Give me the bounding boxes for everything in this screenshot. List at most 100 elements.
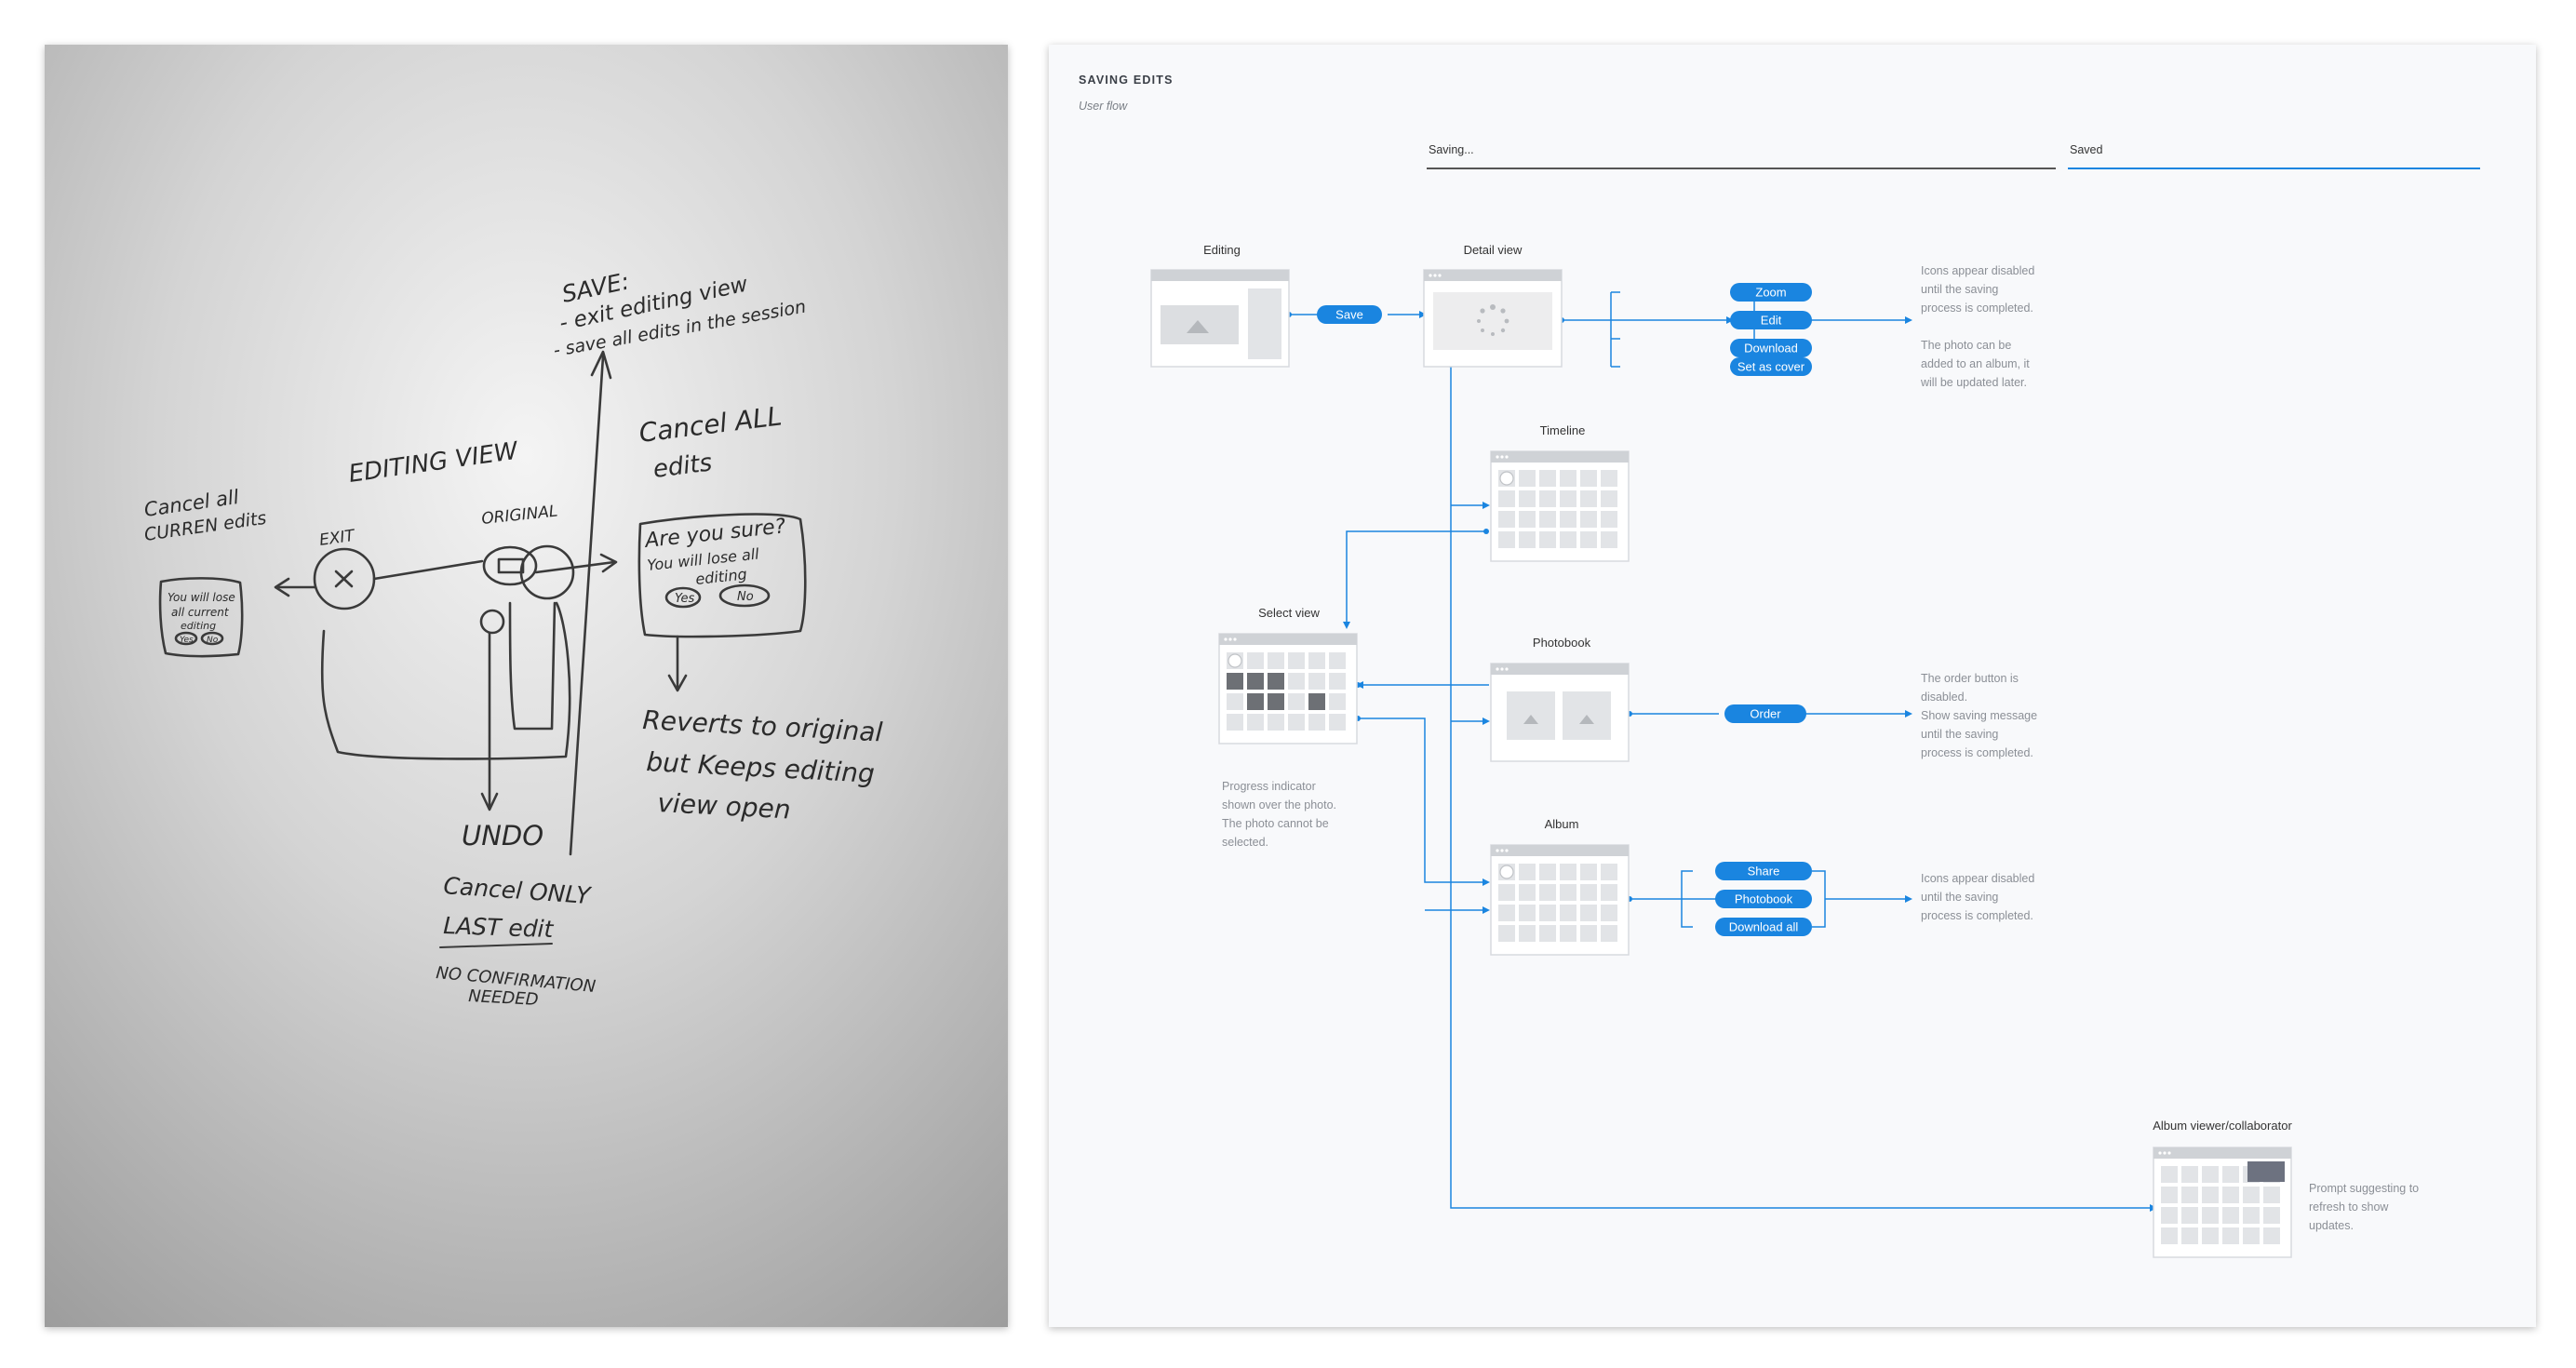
thumbnail-tile [1539,490,1556,507]
thumbnail-tile [2222,1207,2239,1224]
thumbnail-tile [1519,905,1536,921]
thumbnail-tile [1539,925,1556,942]
whiteboard-sketch: SAVE: - exit editing view - save all edi… [45,45,1008,1327]
thumbnail-tile [1268,693,1284,710]
note-line: added to an album, it [1921,357,2030,370]
download-button[interactable]: Download [1730,339,1812,357]
thumbnail-tile [2243,1227,2260,1244]
thumbnail-tile [1580,531,1597,548]
thumbnail-tile [1539,884,1556,901]
reverts-line3: view open [657,787,792,825]
progress-indicator-icon [1499,865,1514,879]
thumbnail-tile [1329,652,1346,669]
thumbnail-tile [2161,1227,2178,1244]
thumbnail-tile [1268,652,1284,669]
note-line: Progress indicator [1222,780,1316,793]
progress-indicator-icon [1228,653,1242,668]
thumbnail-tile [2222,1166,2239,1183]
note-album: Icons appear disabled until the saving p… [1921,872,2034,922]
progress-indicator-icon [1499,471,1514,486]
thumbnail-tile [1539,470,1556,487]
thumbnail-tile [1498,905,1515,921]
flow-title: SAVING EDITS [1079,74,1174,87]
thumbnail-tile [1519,490,1536,507]
photobook-button[interactable]: Photobook [1715,890,1812,908]
thumbnail-tile [1498,511,1515,528]
share-button[interactable]: Share [1715,862,1812,880]
screen-detail-view [1423,269,1563,368]
small-dialog-no: No [207,636,219,645]
thumbnail-tile [1308,693,1325,710]
note-line: Icons appear disabled [1921,264,2034,277]
note-album-viewer: Prompt suggesting to refresh to show upd… [2309,1182,2419,1232]
thumbnail-tile [2243,1207,2260,1224]
thumbnail-tile [1268,714,1284,731]
screen-viewer-label: Album viewer/collaborator [2153,1119,2292,1133]
thumbnail-tile [2181,1187,2198,1203]
confirm-dialog-sketch [637,513,807,638]
thumbnail-tile [1539,531,1556,548]
thumbnail-tile [2202,1166,2219,1183]
thumbnail-tile [1560,925,1576,942]
thumbnail-tile [1247,693,1264,710]
thumbnail-tile [1227,693,1243,710]
thumbnail-tile [1288,714,1305,731]
thumbnail-tile [1519,531,1536,548]
small-dialog-1: You will lose [168,591,235,604]
dialog-yes: Yes [675,592,695,606]
note-line: Icons appear disabled [1921,872,2034,885]
thumbnail-tile [2181,1166,2198,1183]
thumbnail-tile [1560,531,1576,548]
flow-subtitle: User flow [1079,100,1128,113]
small-dialog-2: all current [171,606,230,619]
loading-spinner-icon [1477,304,1509,336]
thumbnail-tile [2222,1227,2239,1244]
thumbnail-tile [1288,652,1305,669]
thumbnail-tile [1519,925,1536,942]
save-button[interactable]: Save [1317,305,1382,324]
thumbnail-tile [2263,1227,2280,1244]
note-line: The photo cannot be [1222,817,1329,830]
user-flow-diagram: SAVING EDITS User flow Saving... Saved [1049,45,2536,1327]
thumbnail-tile [1308,652,1325,669]
sketch-canvas: SAVE: - exit editing view - save all edi… [45,45,1008,1327]
download-all-button[interactable]: Download all [1715,918,1812,936]
note-line: process is completed. [1921,909,2033,922]
edit-button[interactable]: Edit [1730,311,1812,329]
download-button-label: Download [1744,342,1798,355]
thumbnail-tile [1539,511,1556,528]
thumbnail-tile [1580,925,1597,942]
note-line: refresh to show [2309,1200,2389,1214]
thumbnail-tile [2222,1187,2239,1203]
order-button[interactable]: Order [1724,704,1806,723]
thumbnail-tile [1288,693,1305,710]
screen-editing-label: Editing [1203,243,1241,257]
thumbnail-tile [1288,673,1305,690]
thumbnail-tile [1329,693,1346,710]
screen-select-view [1218,633,1358,744]
thumbnail-tile [1580,905,1597,921]
set-as-cover-button[interactable]: Set as cover [1730,357,1812,376]
photobook-button-label: Photobook [1735,892,1793,906]
original-button [482,545,538,586]
thumbnail-tile [2161,1166,2178,1183]
note-line: The order button is [1921,672,2019,685]
screen-select-label: Select view [1258,606,1320,620]
thumbnail-tile [1601,884,1617,901]
thumbnail-tile [2263,1187,2280,1203]
thumbnail-tile [1247,673,1264,690]
thumbnail-tile [1580,884,1597,901]
thumbnail-tile [2202,1227,2219,1244]
note-line: process is completed. [1921,302,2033,315]
download-all-button-label: Download all [1729,920,1799,934]
undo-label: UNDO [462,820,543,852]
note-line: shown over the photo. [1222,798,1336,811]
thumbnail-tile [1519,470,1536,487]
note-line: The photo can be [1921,339,2011,352]
small-dialog-yes: Yes [180,636,194,645]
order-button-label: Order [1750,707,1781,721]
thumbnail-tile [1539,905,1556,921]
zoom-button[interactable]: Zoom [1730,283,1812,302]
screen-album-label: Album [1545,817,1579,831]
thumbnail-tile [1560,864,1576,880]
